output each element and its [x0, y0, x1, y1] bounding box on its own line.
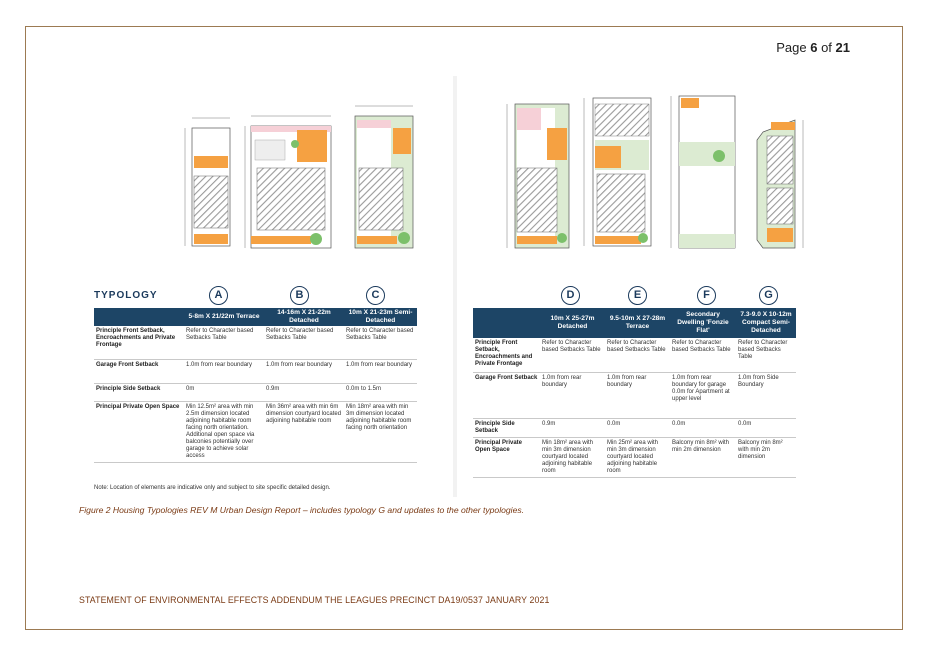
- table-cell: 0.0m: [605, 418, 670, 438]
- table-header-row: 5-8m X 21/22m Terrace 14-16m X 21-22m De…: [94, 308, 417, 326]
- page-number: Page 6 of 21: [776, 40, 850, 55]
- table-cell: 0.0m: [736, 418, 796, 438]
- row-label: Garage Front Setback: [473, 372, 540, 419]
- plan-a: [184, 117, 231, 247]
- table-cell: 1.0m from rear boundary: [605, 372, 670, 419]
- table-cell: Refer to Character based Setbacks Table: [540, 338, 605, 373]
- table-row: Principal Private Open Space Min 12.5m² …: [94, 401, 417, 463]
- table-cell: Refer to Character based Setbacks Table: [605, 338, 670, 373]
- row-label: Garage Front Setback: [94, 359, 184, 384]
- table-row: Principle Side Setback 0.9m 0.0m 0.0m 0.…: [473, 418, 796, 438]
- plan-d: [506, 103, 570, 249]
- table-cell: 0.0m to 1.5m: [344, 383, 417, 402]
- typology-heading: TYPOLOGY: [94, 290, 158, 301]
- table-row: Principle Front Setback, Encroachments a…: [473, 338, 796, 373]
- figure-panel-right: D E F G 10m X 25-27m Detached 9.5-10m X …: [457, 76, 851, 497]
- column-header-b: 14-16m X 21-22m Detached: [264, 308, 344, 326]
- table-cell: Refer to Character based Setbacks Table: [184, 326, 264, 360]
- table-cell: 1.0m from rear boundary: [540, 372, 605, 419]
- figure-caption: Figure 2 Housing Typologies REV M Urban …: [79, 505, 525, 515]
- typology-letter-d: D: [561, 286, 580, 305]
- page-frame: [25, 26, 903, 630]
- table-cell: Min 36m² area with min 6m dimension cour…: [264, 401, 344, 463]
- typology-letter-b: B: [290, 286, 309, 305]
- table-cell: 1.0m from Side Boundary: [736, 372, 796, 419]
- table-row: Garage Front Setback 1.0m from rear boun…: [94, 359, 417, 384]
- typology-letter-e: E: [628, 286, 647, 305]
- row-label: Principle Side Setback: [473, 418, 540, 438]
- table-cell: Min 18m² area with min 3m dimension loca…: [344, 401, 417, 463]
- table-row: Principle Front Setback, Encroachments a…: [94, 326, 417, 360]
- table-cell: Min 12.5m² area with min 2.5m dimension …: [184, 401, 264, 463]
- table-cell: 1.0m from rear boundary: [184, 359, 264, 384]
- typology-letter-g: G: [759, 286, 778, 305]
- figure-panel-left: TYPOLOGY A B C 5-8m X 21/22m Terrace 14-…: [79, 76, 453, 497]
- typology-letter-a: A: [209, 286, 228, 305]
- table-cell: 0.9m: [264, 383, 344, 402]
- typology-table-right: 10m X 25-27m Detached 9.5-10m X 27-28m T…: [473, 308, 796, 478]
- column-header-c: 10m X 21-23m Semi-Detached: [344, 308, 417, 326]
- table-cell: 1.0m from rear boundary for garage 0.0m …: [670, 372, 736, 419]
- table-cell: 1.0m from rear boundary: [264, 359, 344, 384]
- column-header-g: 7.3-9.0 X 10-12m Compact Semi-Detached: [736, 308, 796, 338]
- column-header-f: Secondary Dwelling 'Fonzie Flat': [670, 308, 736, 338]
- table-row: Principal Private Open Space Min 18m² ar…: [473, 437, 796, 478]
- row-label: Principle Front Setback, Encroachments a…: [473, 338, 540, 373]
- plan-g: [756, 119, 804, 249]
- table-row: Principle Side Setback 0m 0.9m 0.0m to 1…: [94, 383, 417, 402]
- table-cell: 0.9m: [540, 418, 605, 438]
- typology-letter-f: F: [697, 286, 716, 305]
- row-label: Principal Private Open Space: [94, 401, 184, 463]
- plan-c: [354, 105, 414, 249]
- plan-b: [244, 115, 332, 249]
- table-cell: Min 25m² area with min 3m dimension cour…: [605, 437, 670, 478]
- table-cell: 0.0m: [670, 418, 736, 438]
- table-cell: Balcony min 8m² with min 2m dimension: [670, 437, 736, 478]
- figure-note: Note: Location of elements are indicativ…: [94, 485, 331, 491]
- table-cell: Refer to Character based Setbacks Table: [736, 338, 796, 373]
- plan-e: [583, 97, 652, 247]
- table-cell: Refer to Character based Setbacks Table: [264, 326, 344, 360]
- table-cell: Balcony min 8m² with min 2m dimension: [736, 437, 796, 478]
- table-cell: Refer to Character based Setbacks Table: [344, 326, 417, 360]
- table-cell: 0m: [184, 383, 264, 402]
- page-footer: STATEMENT OF ENVIRONMENTAL EFFECTS ADDEN…: [79, 595, 550, 605]
- table-cell: Refer to Character based Setbacks Table: [670, 338, 736, 373]
- column-header-e: 9.5-10m X 27-28m Terrace: [605, 308, 670, 338]
- table-header-row: 10m X 25-27m Detached 9.5-10m X 27-28m T…: [473, 308, 796, 338]
- row-label: Principal Private Open Space: [473, 437, 540, 478]
- typology-letter-c: C: [366, 286, 385, 305]
- site-plans-defg: [506, 95, 804, 249]
- table-row: Garage Front Setback 1.0m from rear boun…: [473, 372, 796, 419]
- plan-f: [670, 95, 736, 249]
- typology-figure: TYPOLOGY A B C 5-8m X 21/22m Terrace 14-…: [79, 76, 851, 497]
- column-header-a: 5-8m X 21/22m Terrace: [184, 308, 264, 326]
- table-cell: 1.0m from rear boundary: [344, 359, 417, 384]
- table-cell: Min 18m² area with min 3m dimension cour…: [540, 437, 605, 478]
- typology-table-left: 5-8m X 21/22m Terrace 14-16m X 21-22m De…: [94, 308, 417, 463]
- column-header-d: 10m X 25-27m Detached: [540, 308, 605, 338]
- site-plans-abc: [184, 105, 414, 249]
- row-label: Principle Front Setback, Encroachments a…: [94, 326, 184, 360]
- row-label: Principle Side Setback: [94, 383, 184, 402]
